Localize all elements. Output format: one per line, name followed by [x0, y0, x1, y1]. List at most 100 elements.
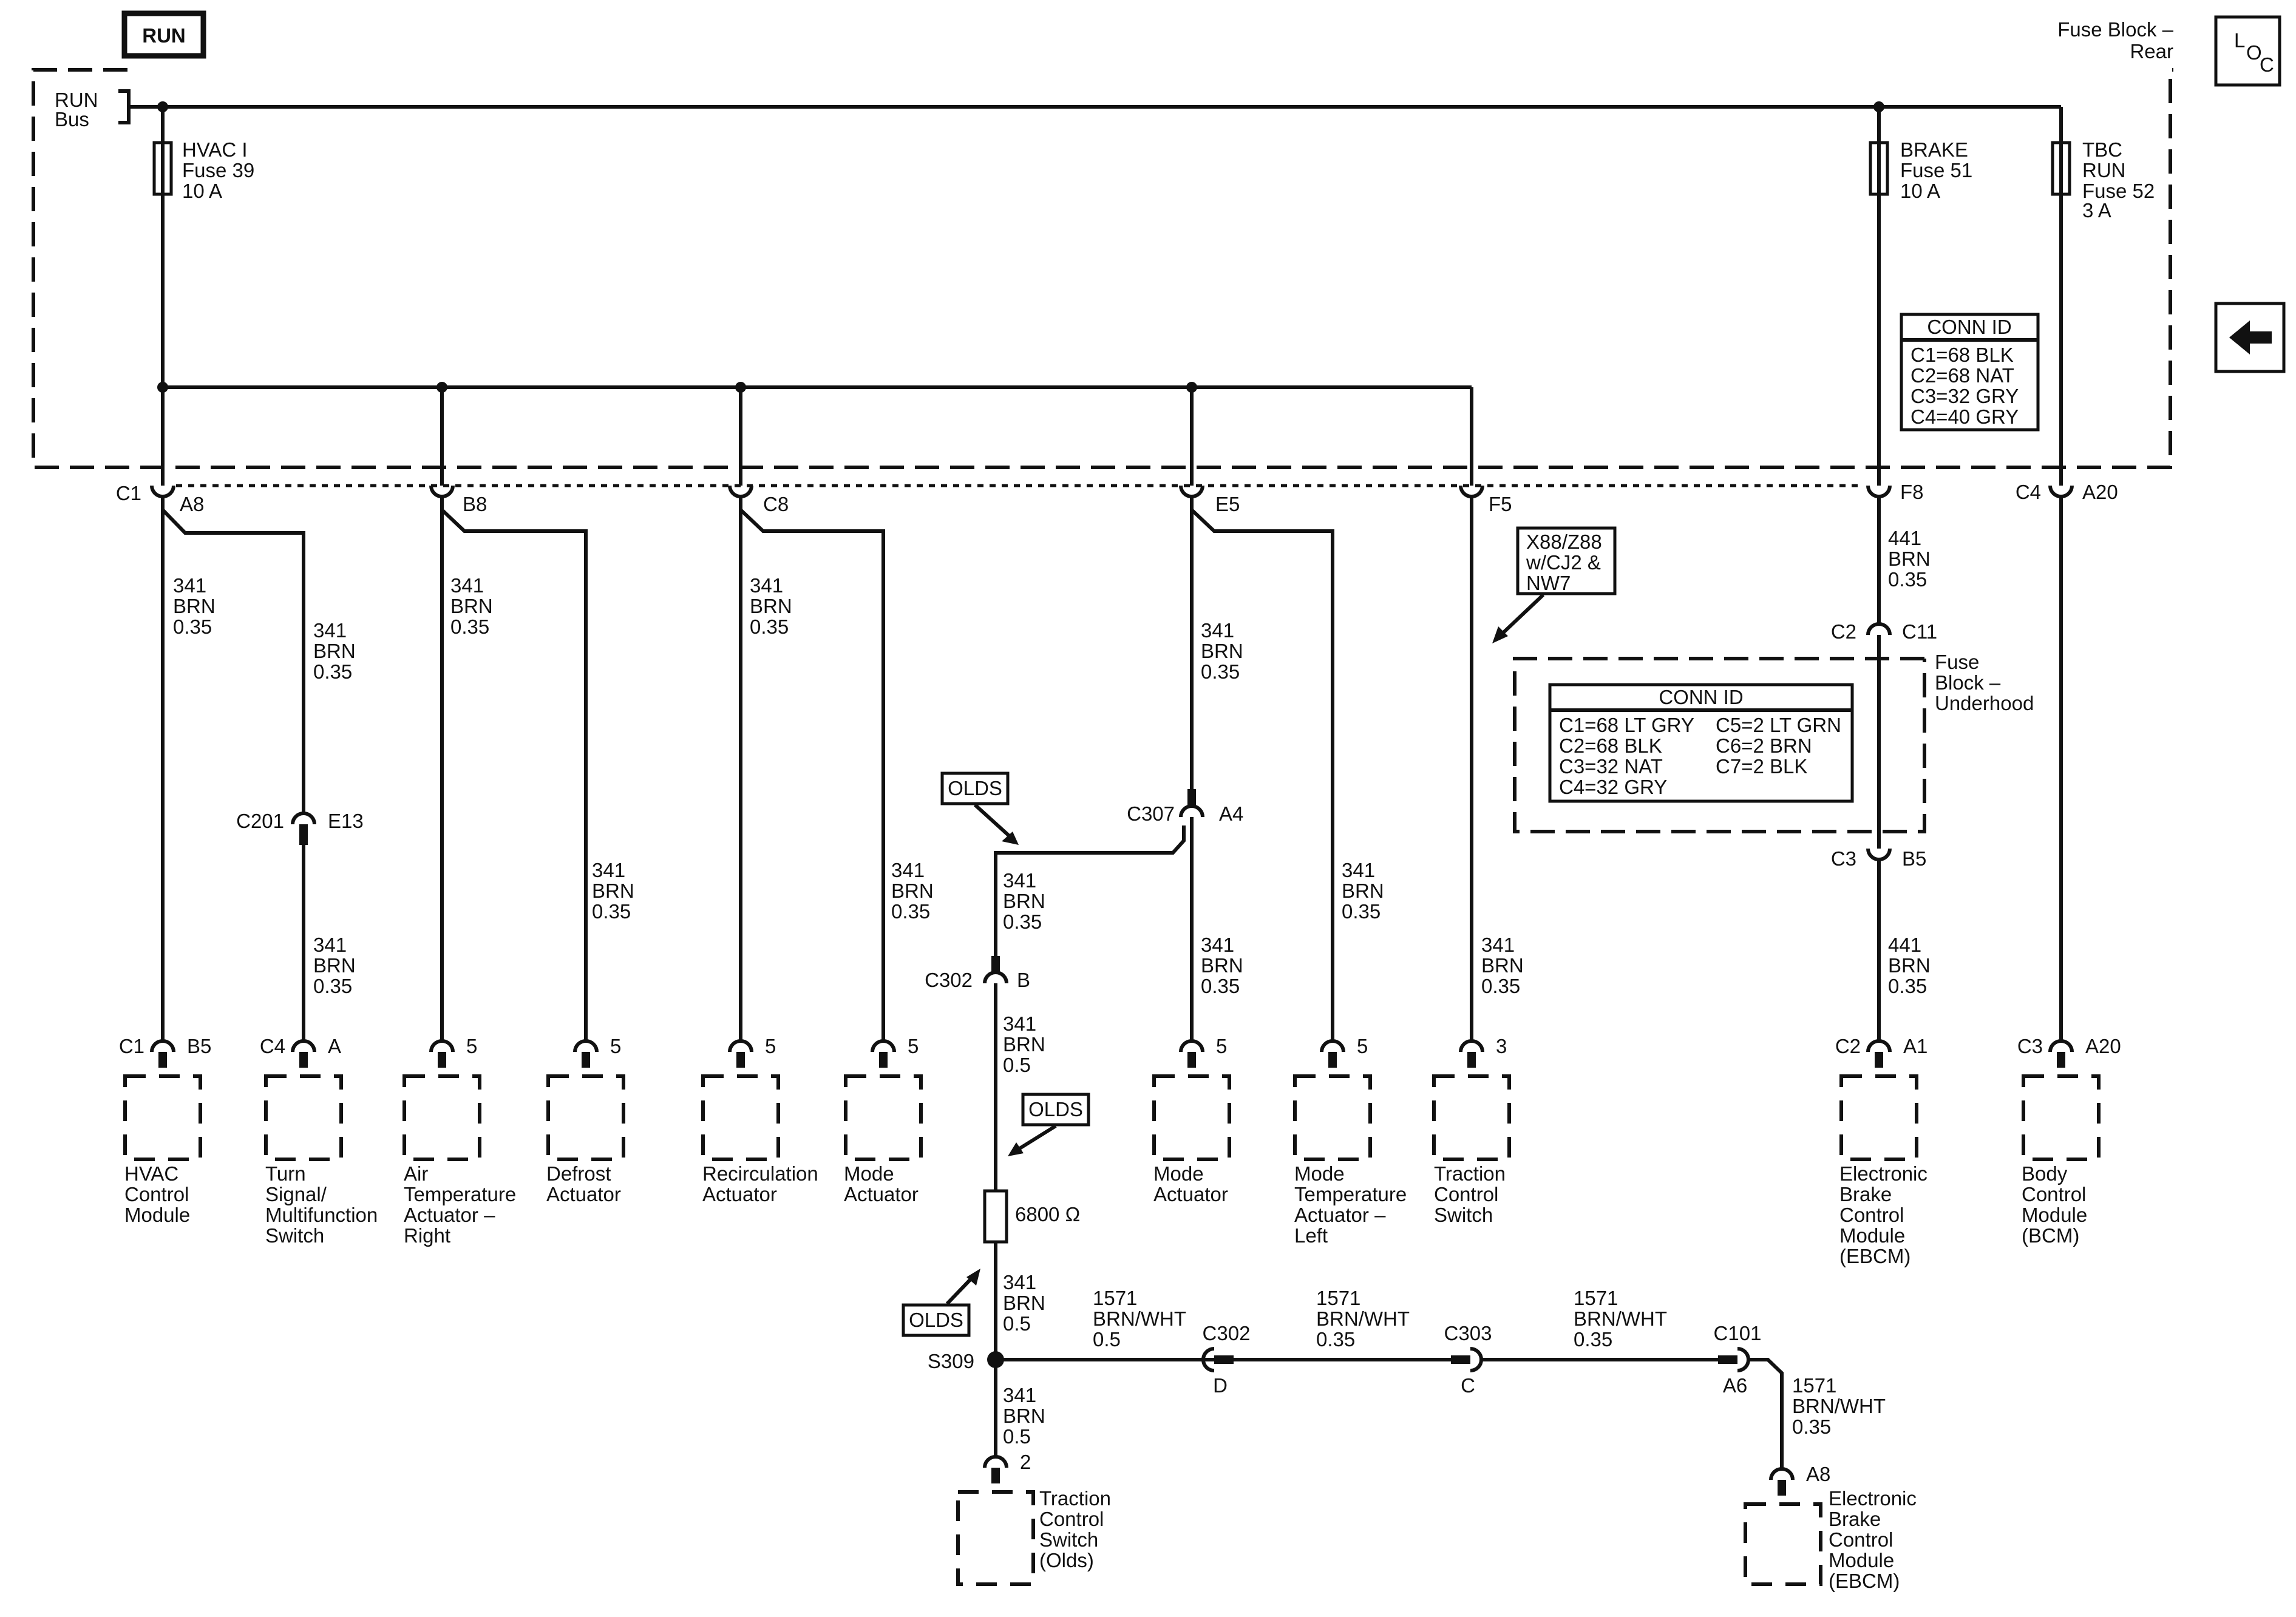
- wire-label: BRN/WHT: [1316, 1307, 1410, 1330]
- connector-pin-c8: C8: [728, 485, 789, 515]
- left-arrow-icon[interactable]: [2214, 302, 2286, 373]
- component-label: Right: [404, 1224, 450, 1247]
- component-box: [1152, 1074, 1231, 1161]
- connector-arc: [1459, 1039, 1484, 1053]
- component-box: [123, 1074, 202, 1161]
- component-label: Actuator: [1153, 1183, 1228, 1205]
- svg-text:CONN ID: CONN ID: [1659, 686, 1743, 708]
- wire-label: BRN: [173, 595, 216, 617]
- connector-pin-label: A8: [1806, 1463, 1830, 1485]
- wire-label: BRN: [313, 640, 356, 662]
- component-label: Actuator –: [404, 1204, 495, 1226]
- connector-pin-label: 5: [765, 1035, 776, 1057]
- svg-text:C302: C302: [925, 969, 973, 991]
- wire-label: 0.35: [750, 615, 789, 638]
- svg-text:E5: E5: [1215, 493, 1240, 515]
- wire-label: 341: [891, 859, 925, 881]
- wire-label: 341: [1201, 934, 1234, 956]
- connector-pin-a20: C4 A20: [2016, 481, 2118, 510]
- wire: [161, 508, 305, 813]
- component-label: Electronic: [1829, 1487, 1917, 1510]
- svg-text:C: C: [2260, 53, 2274, 76]
- component-label: Module: [2022, 1204, 2087, 1226]
- svg-text:B: B: [1017, 969, 1030, 991]
- connector-name: C1: [119, 1035, 144, 1057]
- connector-arc: [728, 1039, 753, 1053]
- connector-c302-b: C302 B: [925, 956, 1030, 991]
- component-label: Actuator: [546, 1183, 621, 1205]
- svg-text:OLDS: OLDS: [909, 1309, 963, 1331]
- wire-label: 1571: [1093, 1287, 1137, 1309]
- svg-text:w/CJ2 &: w/CJ2 &: [1526, 551, 1601, 574]
- wire-label: 0.35: [891, 900, 930, 923]
- svg-text:C8: C8: [763, 493, 789, 515]
- wire-label: 1571: [1574, 1287, 1618, 1309]
- component-label: Mode: [844, 1162, 894, 1185]
- wire-label: 0.35: [313, 975, 352, 997]
- connector-pin-label: B5: [187, 1035, 211, 1057]
- connector-name: C2: [1835, 1035, 1861, 1057]
- svg-text:C1: C1: [116, 482, 141, 504]
- wire-label: 341: [1003, 869, 1036, 892]
- wire-label: 341: [1481, 934, 1515, 956]
- run-badge-text: RUN: [142, 24, 186, 47]
- connector-pin-label: 5: [908, 1035, 919, 1057]
- connector-pin-label: A: [328, 1035, 341, 1057]
- run-bus-brace: [118, 89, 163, 124]
- svg-text:C302: C302: [1203, 1322, 1251, 1344]
- wire-label: BRN: [592, 880, 634, 902]
- svg-text:E13: E13: [328, 810, 364, 832]
- connector-pin-label: 5: [1357, 1035, 1368, 1057]
- svg-text:OLDS: OLDS: [948, 777, 1002, 799]
- svg-text:C3=32 GRY: C3=32 GRY: [1911, 385, 2019, 407]
- component-label: Body: [2022, 1162, 2068, 1185]
- connector-pin-label: 2: [1020, 1451, 1031, 1473]
- svg-text:C2: C2: [1831, 620, 1856, 643]
- svg-text:C201: C201: [236, 810, 284, 832]
- run-bus-label-1: RUN: [55, 89, 98, 111]
- component-label: Multifunction: [265, 1204, 378, 1226]
- resistor-symbol: [983, 1189, 1008, 1244]
- component-label: Control: [1434, 1183, 1498, 1205]
- loc-icon[interactable]: L O C: [2214, 15, 2281, 87]
- svg-text:C2=68 NAT: C2=68 NAT: [1911, 364, 2014, 387]
- svg-text:C2=68 BLK: C2=68 BLK: [1559, 734, 1662, 757]
- component-label: Temperature: [404, 1183, 516, 1205]
- wire-label: 441: [1888, 934, 1921, 956]
- svg-text:C4=40 GRY: C4=40 GRY: [1911, 405, 2019, 428]
- component-label: Brake: [1829, 1508, 1881, 1530]
- connector-arc: [1179, 1039, 1204, 1053]
- component-label: Control: [1839, 1204, 1904, 1226]
- connector-pin-f5: F5: [1459, 485, 1512, 515]
- component-label: Switch: [1434, 1204, 1493, 1226]
- component-label: Signal/: [265, 1183, 327, 1205]
- wire-label: BRN: [1003, 890, 1045, 912]
- component-box: [1293, 1074, 1372, 1161]
- connector-pin-label: A1: [1903, 1035, 1927, 1057]
- run-bus-label-2: Bus: [55, 108, 89, 131]
- connector-name: C3: [2017, 1035, 2043, 1057]
- underhood-label-3: Underhood: [1935, 692, 2034, 714]
- wire-label: BRN/WHT: [1093, 1307, 1186, 1330]
- component-label: Module: [1839, 1224, 1905, 1247]
- svg-text:C11: C11: [1902, 620, 1937, 643]
- component-label: Temperature: [1294, 1183, 1407, 1205]
- wire-label: BRN: [313, 954, 356, 977]
- wire-label: 341: [592, 859, 625, 881]
- run-badge: RUN: [121, 10, 206, 59]
- wire-label: 0.35: [1481, 975, 1520, 997]
- wire-label: 0.35: [1003, 910, 1042, 933]
- component-label: Control: [1829, 1528, 1893, 1551]
- component-label: Mode: [1294, 1162, 1345, 1185]
- svg-text:C307: C307: [1127, 802, 1175, 825]
- underhood-label-2: Block –: [1935, 671, 2001, 694]
- connector-pin-b8: B8: [429, 485, 487, 515]
- svg-text:F5: F5: [1489, 493, 1512, 515]
- wire-label: 341: [450, 574, 484, 597]
- wire-label: BRN: [1003, 1405, 1045, 1427]
- connector-pin-label: A20: [2085, 1035, 2121, 1057]
- component-box: [546, 1074, 625, 1161]
